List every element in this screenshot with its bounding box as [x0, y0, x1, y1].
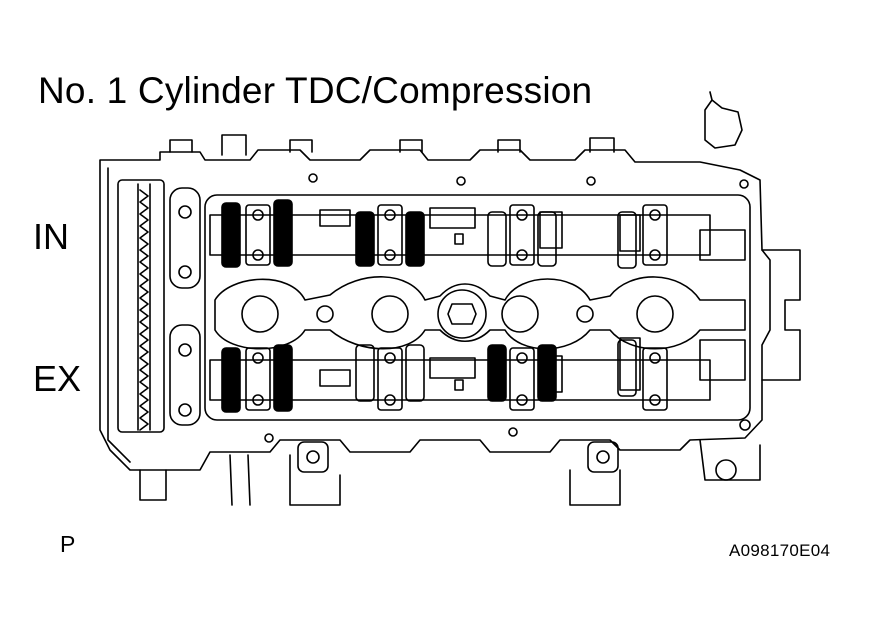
exhaust-camshaft	[209, 337, 746, 401]
spark-plug-wells	[214, 276, 746, 350]
intake-camshaft	[209, 207, 746, 261]
intake-camshaft-label: IN	[33, 216, 69, 257]
timing-chain-cover	[117, 179, 165, 433]
highlighted-cam-lobes	[221, 199, 557, 413]
p-label: P	[60, 531, 76, 557]
intake-bearing-caps	[245, 204, 668, 266]
tag-icon	[704, 91, 743, 149]
figure-id: A098170E04	[729, 541, 831, 560]
unhighlighted-cam-lobes	[355, 211, 637, 402]
exhaust-camshaft-label: EX	[33, 358, 82, 399]
figure-title: No. 1 Cylinder TDC/Compression	[38, 70, 593, 111]
cylinder-head-outline	[99, 149, 771, 471]
